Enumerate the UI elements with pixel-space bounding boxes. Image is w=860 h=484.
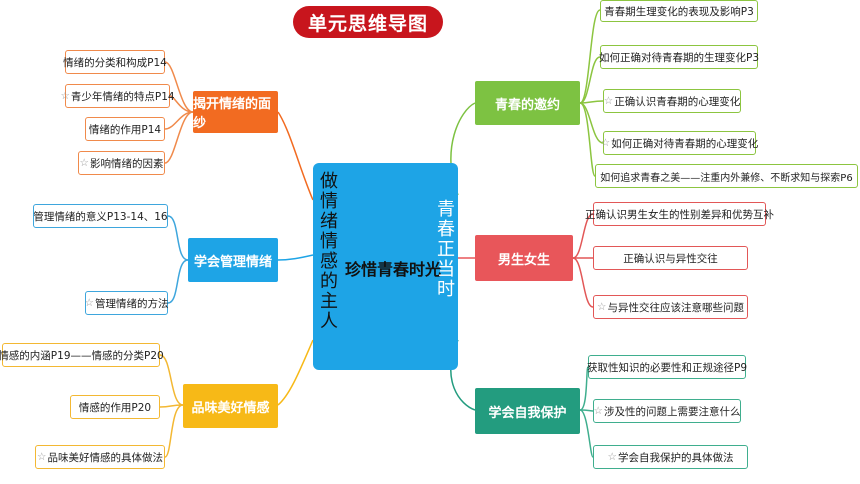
leaf-teal-1: 获取性知识的必要性和正规途径P9 (587, 355, 747, 379)
leaf-red-2: 正确认识与异性交往 (593, 246, 748, 270)
star-icon: ☆ (597, 301, 607, 313)
topic-blue: 学会管理情绪 (188, 238, 278, 282)
leaf-orange-1: 情绪的分类和构成P14 (63, 50, 167, 74)
leaf-red-3: ☆与异性交往应该注意哪些问题 (593, 295, 748, 319)
topic-orange: 揭开情绪的面纱 (193, 91, 278, 133)
star-icon: ☆ (79, 157, 89, 169)
topic-yellow: 品味美好情感 (183, 384, 278, 428)
leaf-blue-2: ☆管理情绪的方法 (85, 291, 168, 315)
center-title: 珍惜青春时光 (345, 260, 442, 279)
topic-green: 青春的邀约 (475, 81, 580, 125)
center-right-vertical-title: 青春正当时 (434, 199, 455, 299)
leaf-green-1: 青春期生理变化的表现及影响P3 (600, 0, 758, 22)
leaf-green-2: 如何正确对待青春期的生理变化P3 (599, 45, 759, 69)
star-icon: ☆ (607, 451, 617, 463)
leaf-blue-1: 管理情绪的意义P13-14、16 (33, 204, 168, 228)
leaf-green-5: 如何追求青春之美——注重内外兼修、不断求知与探索P6 (595, 164, 858, 188)
page-title: 单元思维导图 (293, 6, 443, 38)
leaf-yellow-1: 情感的内涵P19——情感的分类P20 (0, 343, 164, 367)
star-icon: ☆ (603, 95, 614, 107)
leaf-teal-2: ☆涉及性的问题上需要注意什么 (593, 399, 741, 423)
leaf-yellow-2: 情感的作用P20 (70, 395, 160, 419)
leaf-orange-2: ☆青少年情绪的特点P14 (60, 84, 175, 108)
leaf-orange-4: ☆影响情绪的因素 (78, 151, 165, 175)
topic-red: 男生女生 (475, 235, 573, 281)
topic-teal: 学会自我保护 (475, 388, 580, 434)
leaf-orange-3: 情绪的作用P14 (85, 117, 165, 141)
leaf-green-4: ☆如何正确对待青春期的心理变化 (600, 131, 758, 155)
star-icon: ☆ (593, 405, 603, 417)
star-icon: ☆ (60, 90, 70, 102)
star-icon: ☆ (37, 451, 47, 463)
leaf-green-3: ☆正确认识青春期的心理变化 (603, 89, 741, 113)
center-left-vertical-title: 做情绪情感的主人 (317, 171, 338, 331)
leaf-yellow-3: ☆品味美好情感的具体做法 (35, 445, 165, 469)
star-icon: ☆ (84, 297, 94, 309)
star-icon: ☆ (600, 137, 611, 149)
leaf-red-1: 正确认识男生女生的性别差异和优势互补 (585, 202, 774, 226)
center-node: 做情绪情感的主人 珍惜青春时光 青春正当时 (313, 163, 458, 370)
leaf-teal-3: ☆学会自我保护的具体做法 (593, 445, 748, 469)
